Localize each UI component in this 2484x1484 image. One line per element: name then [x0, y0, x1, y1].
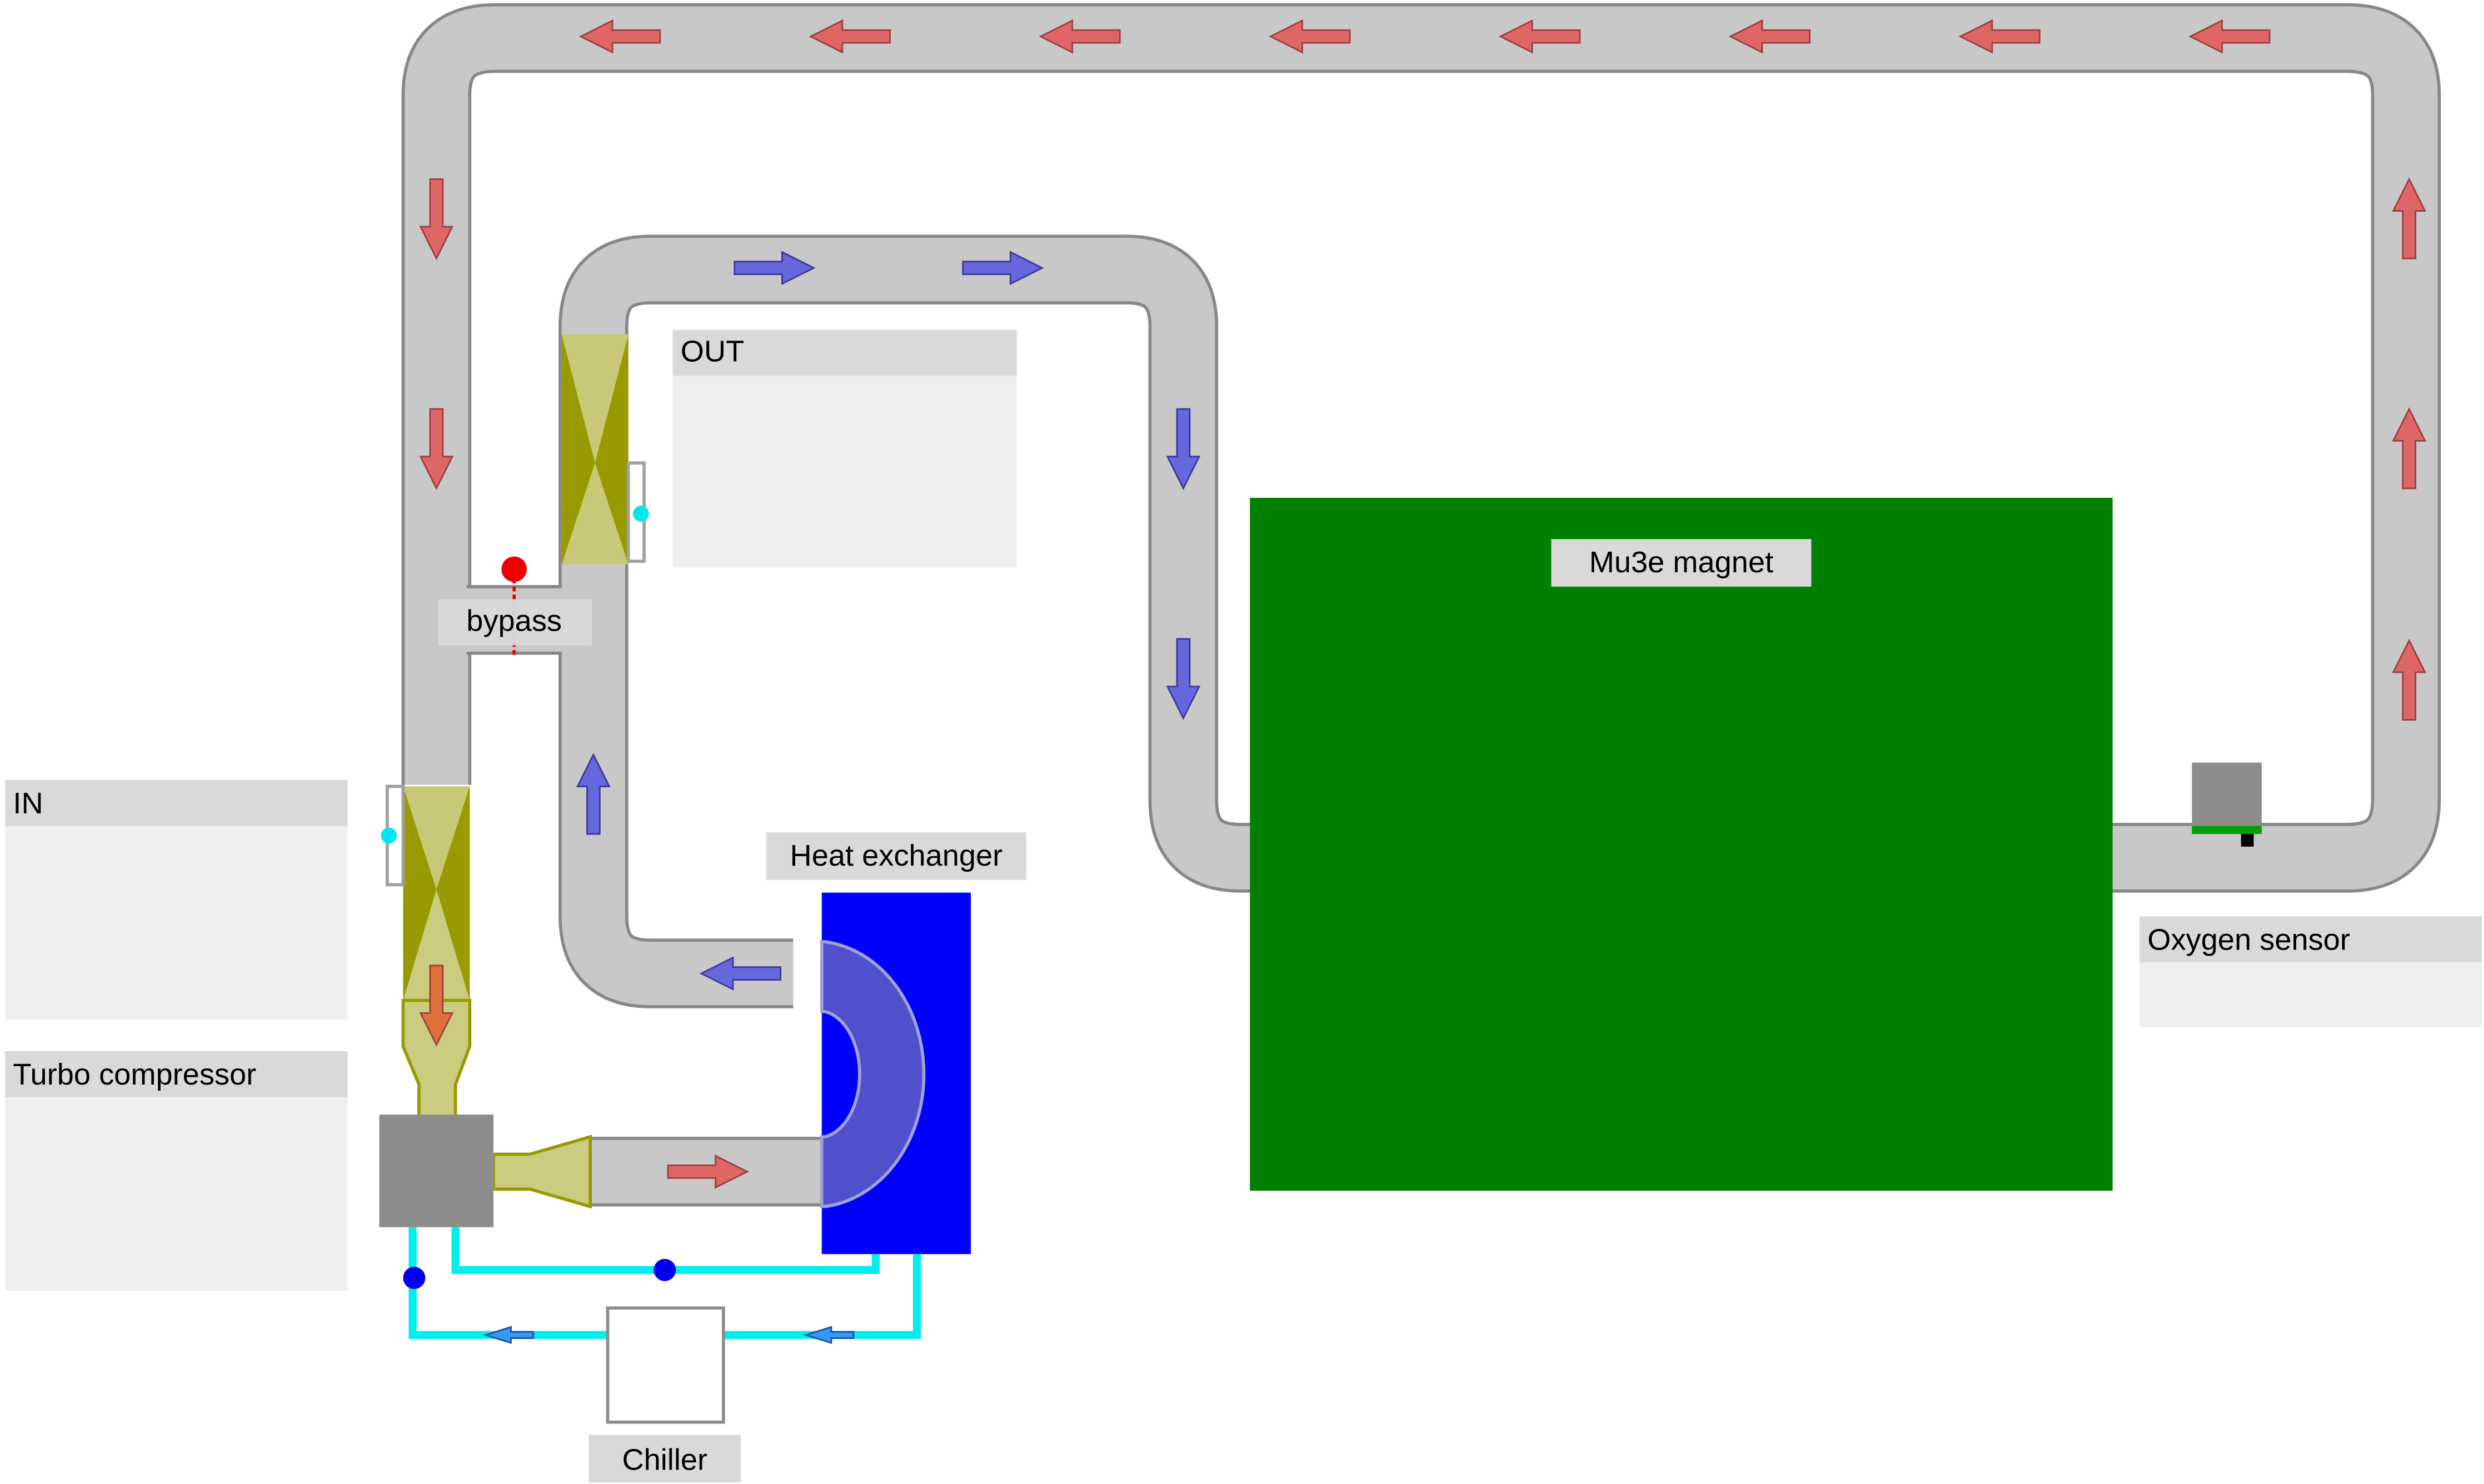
- oxygen-sensor-panel[interactable]: Oxygen sensor: [2139, 916, 2482, 1028]
- flow-arrow: [734, 251, 816, 286]
- chiller[interactable]: [606, 1306, 725, 1424]
- bypass-valve-icon[interactable]: [501, 556, 527, 582]
- chiller-label: Chiller: [622, 1443, 707, 1476]
- out-sensor-dot-icon: [633, 506, 649, 522]
- pump-node-icon: [654, 1258, 676, 1281]
- flow-arrow: [667, 1154, 749, 1189]
- bypass-label: bypass: [466, 604, 562, 638]
- heat-exchanger-coil: [820, 940, 926, 1208]
- out-valve[interactable]: [561, 334, 646, 564]
- in-sensor-dot-icon: [381, 827, 397, 844]
- flow-arrow: [2392, 177, 2427, 259]
- flow-arrow: [419, 965, 454, 1047]
- heat-exchanger-label: Heat exchanger: [790, 839, 1003, 872]
- flow-arrow: [419, 408, 454, 491]
- flow-arrow: [809, 19, 891, 54]
- turbo-compressor-panel[interactable]: Turbo compressor: [5, 1051, 348, 1291]
- flow-arrows: [419, 19, 2427, 1189]
- oxygen-sensor[interactable]: [2192, 762, 2262, 847]
- in-valve[interactable]: [386, 785, 470, 1001]
- mu3e-magnet[interactable]: [1250, 498, 2113, 1191]
- flow-arrow: [576, 753, 611, 835]
- flow-arrow: [1498, 19, 1581, 54]
- flow-arrow: [1166, 408, 1201, 491]
- flow-arrow: [578, 19, 661, 54]
- flow-arrow: [962, 251, 1044, 286]
- flow-arrow: [419, 178, 454, 261]
- supply-pipe: [558, 234, 1253, 1008]
- out-label: OUT: [681, 335, 744, 368]
- bypass-label-box: bypass: [438, 599, 592, 646]
- in-label: IN: [13, 787, 43, 820]
- magnet-label-box: Mu3e magnet: [1551, 539, 1812, 587]
- in-panel[interactable]: IN: [5, 780, 348, 1020]
- flow-arrow: [1166, 638, 1201, 720]
- flow-arrow: [1269, 19, 1351, 54]
- turbo-compressor[interactable]: [379, 1115, 494, 1227]
- turbo-compressor-label: Turbo compressor: [13, 1058, 256, 1091]
- oxygen-sensor-label: Oxygen sensor: [2147, 923, 2350, 956]
- flow-arrow: [699, 956, 782, 991]
- heat-exchanger-label-box: Heat exchanger: [766, 832, 1026, 880]
- return-pipe: [401, 3, 2441, 893]
- flow-arrow: [2188, 19, 2271, 54]
- compressor-outlet-funnel: [492, 1135, 592, 1209]
- flow-arrow: [2392, 638, 2427, 721]
- flow-arrow: [1728, 19, 1811, 54]
- magnet-label: Mu3e magnet: [1589, 546, 1773, 579]
- flow-arrow: [1958, 19, 2041, 54]
- chiller-label-box: Chiller: [588, 1435, 741, 1483]
- pump-node-icon: [403, 1267, 426, 1290]
- water-flow-arrows: [483, 1326, 855, 1344]
- flow-arrow: [1039, 19, 1121, 54]
- flow-arrow: [2392, 407, 2427, 489]
- out-panel[interactable]: OUT: [672, 329, 1017, 568]
